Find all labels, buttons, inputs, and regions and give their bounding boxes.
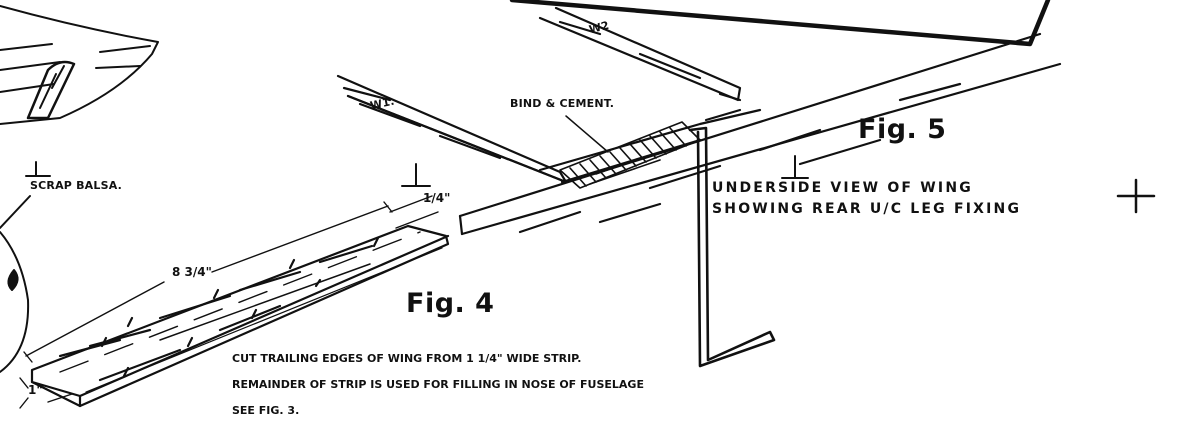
datum-marks xyxy=(25,155,1156,214)
figure-frame-corner xyxy=(509,0,1051,47)
fig5-caption: Fig. 5 xyxy=(858,114,947,145)
fuselage-fragment xyxy=(0,5,159,125)
binding-hatch xyxy=(559,121,701,189)
scrap-balsa-label: SCRAP BALSA. xyxy=(30,179,122,192)
bind-cement-label: BIND & CEMENT. xyxy=(510,97,615,110)
note-line2: REMAINDER OF STRIP IS USED FOR FILLING I… xyxy=(232,378,644,391)
instruction-note: CUT TRAILING EDGES OF WING FROM 1 1/4" W… xyxy=(232,346,644,424)
nose-former-arc xyxy=(0,195,31,373)
wing-assembly xyxy=(336,6,1062,236)
note-line3: SEE FIG. 3. xyxy=(232,404,300,417)
bind-leader xyxy=(565,115,609,153)
dimension-length: 8 3/4" xyxy=(172,265,212,279)
underside-view-caption: UNDERSIDE VIEW OF WING SHOWING REAR U/C … xyxy=(712,178,1021,220)
dimension-width: 1" xyxy=(28,383,43,397)
underside-caption-line1: UNDERSIDE VIEW OF WING xyxy=(712,180,973,196)
undercarriage-leg xyxy=(688,126,776,368)
underside-caption-line2: SHOWING REAR U/C LEG FIXING xyxy=(712,201,1022,217)
trailing-edge-strip xyxy=(30,224,450,408)
note-line1: CUT TRAILING EDGES OF WING FROM 1 1/4" W… xyxy=(232,352,582,365)
fig4-caption: Fig. 4 xyxy=(406,288,495,319)
dimension-lines xyxy=(19,195,439,409)
dimension-quarter-inch: 1/4" xyxy=(423,191,451,205)
